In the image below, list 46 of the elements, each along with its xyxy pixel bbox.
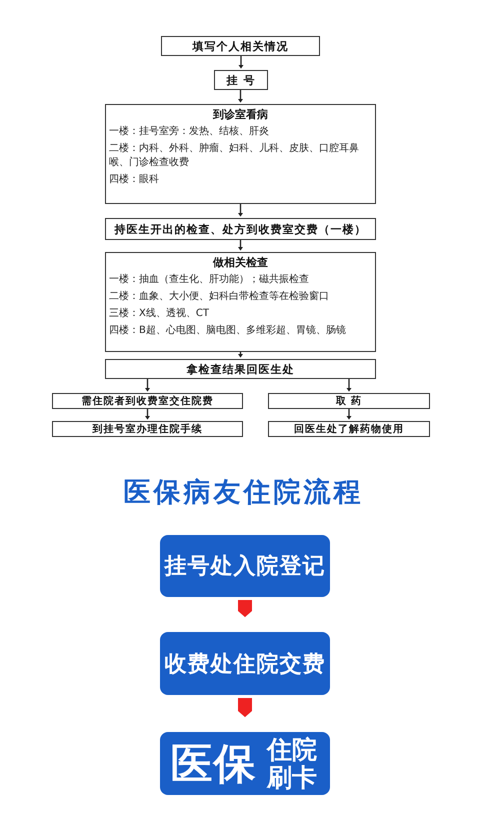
process-box [105,252,376,352]
process-box [52,421,243,437]
box-heading: 挂 号 [225,72,256,88]
box-heading: 持医生开出的检查、处方到收费室交费（一楼） [113,222,368,236]
process-box [161,36,320,56]
process-box [52,393,243,409]
arrow [238,56,244,69]
box-text: 三楼：X线、透视、CT [109,307,210,321]
box-heading: 需住院者到收费室交住院费 [80,394,214,408]
box-text: 二楼：内科、外科、肿瘤、妇科、儿科、皮肤、口腔耳鼻喉、门诊检查收费 [109,142,360,170]
process-box [105,359,376,379]
sign-text: 收费处住院交费 [164,650,326,678]
box-text: 四楼：眼科 [109,173,160,187]
section-title: 医保病友住院流程 [122,476,364,510]
box-heading: 取 药 [334,394,364,408]
step-sign [160,632,330,695]
arrow [238,204,243,217]
arrow [238,90,243,103]
arrow [346,379,352,392]
process-box [268,421,430,437]
sign-text: 医保 [170,738,256,790]
box-text: 二楼：血象、大小便、妇科白带检查等在检验窗口 [109,290,330,304]
process-box [268,393,430,409]
box-heading: 到诊室看病 [212,107,269,122]
process-box [105,218,376,240]
process-box [214,70,268,90]
sign-text: 住院刷卡 [265,736,318,791]
box-text: 四楼：B超、心电图、脑电图、多维彩超、胃镜、肠镜 [109,324,347,338]
arrow [238,352,243,358]
box-heading: 拿检查结果回医生处 [186,362,296,376]
step-sign [160,535,330,597]
block-arrow [238,600,252,618]
box-heading: 做相关检查 [212,255,269,270]
arrow [346,409,352,420]
box-heading: 到挂号室办理住院手续 [91,422,204,436]
arrow [145,379,150,392]
process-box [105,104,376,204]
sign-text: 挂号处入院登记 [164,553,326,581]
box-text: 一楼：挂号室旁：发热、结核、肝炎 [109,125,270,139]
arrow [238,240,243,251]
block-arrow [238,698,252,718]
box-heading: 填写个人相关情况 [191,38,290,54]
box-text: 一楼：抽血（查生化、肝功能）；磁共振检查 [109,273,310,287]
step-sign [160,732,330,795]
box-heading: 回医生处了解药物使用 [293,422,405,436]
arrow [145,409,150,420]
